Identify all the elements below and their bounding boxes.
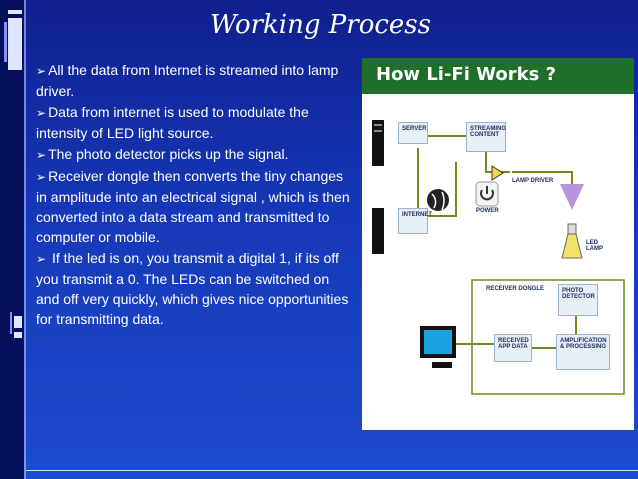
internet-line [428,162,457,217]
internet-tower-icon [372,208,384,254]
lifi-diagram: How Li-Fi Works ? [362,58,634,430]
lamp-beam-shape [560,184,584,210]
bullet-item: ➢Receiver dongle then converts the tiny … [36,166,354,247]
led-lamp-cap [567,223,577,235]
received-app-data-box: RECEIVED APP DATA [494,334,532,362]
receiver-dongle-label: RECEIVER DONGLE [486,286,545,292]
arrow-bullet-icon: ➢ [36,64,47,78]
diagram-header-text: How Li-Fi Works ? [376,64,557,85]
led-lamp-icon [561,233,583,259]
monitor-base [432,362,452,368]
bullet-text: The photo detector picks up the signal. [48,146,289,162]
arrow-bullet-icon: ➢ [36,252,47,266]
photo-detector-label: PHOTO DETECTOR [562,288,595,300]
server-slot [374,130,382,132]
diagram-header: How Li-Fi Works ? [362,58,634,94]
internet-box: INTERNET [398,208,432,234]
bullet-item: ➢Data from internet is used to modulate … [36,102,354,143]
streaming-to-driver-line [485,152,510,173]
globe-icon [427,189,449,211]
server-label: SERVER [402,126,427,132]
photo-detector-box: PHOTO DETECTOR [558,284,598,316]
bullet-text: Receiver dongle then converts the tiny c… [36,168,350,245]
received-app-data-label: RECEIVED APP DATA [498,338,529,350]
decorative-block [14,316,22,328]
arrow-bullet-icon: ➢ [36,106,47,120]
amplification-box: AMPLIFICATION & PROCESSING [556,334,610,370]
bullet-item: ➢The photo detector picks up the signal. [36,144,354,165]
decorative-block [4,22,7,62]
streaming-content-box: STREAMING CONTENT [466,122,506,152]
server-box: SERVER [398,122,428,144]
led-lamp-label: LED LAMP [586,240,603,252]
amplifier-triangle-icon [491,165,504,181]
bullet-list: ➢All the data from Internet is streamed … [36,60,354,390]
streaming-label: STREAMING CONTENT [470,126,506,138]
diagram-lines [372,120,625,395]
arrow-bullet-icon: ➢ [36,170,47,184]
power-icon [480,189,494,201]
driver-to-lamp-line [512,171,573,184]
server-slot [374,124,382,126]
bullet-text: All the data from Internet is streamed i… [36,62,339,99]
arrow-bullet-icon: ➢ [36,148,47,162]
bottom-divider-line [26,470,638,471]
decorative-block [8,10,22,14]
bullet-text: If the led is on, you transmit a digital… [36,250,349,327]
monitor-screen-icon [424,330,452,354]
amplification-label: AMPLIFICATION & PROCESSING [560,338,607,350]
slide-nav-arrow-icon[interactable]: ❮ [618,408,627,419]
slide-title: Working Process [210,10,431,40]
decorative-block [10,312,12,334]
globe-lines [431,191,445,211]
server-tower-icon [372,120,384,166]
left-divider-line [24,0,26,479]
internet-label: INTERNET [402,212,432,218]
lamp-driver-label: LAMP DRIVER [512,178,554,184]
decorative-block [8,18,22,70]
power-label: POWER [476,208,499,214]
receiver-dongle-frame [471,279,625,395]
bullet-text: Data from internet is used to modulate t… [36,104,309,141]
bullet-item: ➢All the data from Internet is streamed … [36,60,354,101]
left-sidebar-bar [0,0,24,479]
decorative-block [14,332,22,338]
bullet-item: ➢ If the led is on, you transmit a digit… [36,248,354,329]
